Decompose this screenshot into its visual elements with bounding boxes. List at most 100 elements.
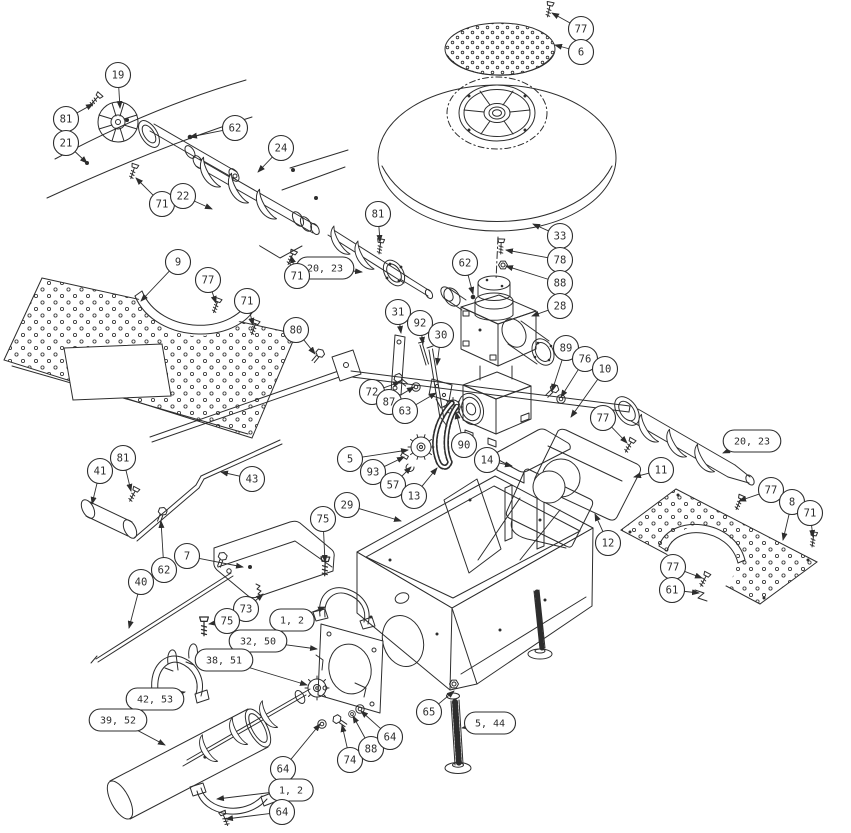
- part-number: 5, 44: [475, 719, 505, 730]
- perforated-disc: [444, 22, 556, 76]
- part-number: 73: [240, 604, 253, 616]
- part-number: 81: [372, 209, 385, 221]
- part-callout-9: 9: [140, 248, 192, 302]
- part-callout-61: 61: [658, 576, 700, 604]
- part-number: 64: [276, 807, 289, 819]
- spinner-disc: [377, 76, 617, 281]
- washer-76: [556, 394, 566, 404]
- part-callout-75: 75: [208, 607, 241, 635]
- chain-drive: [400, 397, 463, 472]
- part-number: 5: [347, 454, 353, 466]
- part-number: 1, 2: [280, 616, 304, 627]
- part-callout-28: 28: [531, 292, 574, 320]
- washer-87: [411, 382, 421, 392]
- part-number: 90: [458, 440, 471, 452]
- part-callout-43: 43: [220, 465, 266, 493]
- part-callout-33: 33: [532, 222, 574, 250]
- part-callout-29: 29: [333, 491, 402, 522]
- part-callout-71: 71: [233, 287, 261, 326]
- part-number: 28: [554, 301, 567, 313]
- part-number: 77: [202, 275, 215, 287]
- screw-81-b: [126, 485, 141, 504]
- part-callout-77: 77: [551, 12, 595, 43]
- part-callout-64: 64: [360, 710, 404, 751]
- part-callout-77: 77: [738, 476, 785, 504]
- part-number: 22: [177, 191, 190, 203]
- part-callout-21: 21: [52, 129, 88, 164]
- part-callout-1-2: 1, 2: [269, 606, 326, 632]
- chute-plates: [494, 428, 642, 549]
- part-number: 71: [291, 271, 304, 283]
- part-number: 24: [275, 143, 288, 155]
- part-number: 88: [365, 744, 378, 756]
- nut-88: [498, 260, 508, 270]
- part-number: 89: [560, 343, 573, 355]
- part-number: 9: [175, 257, 181, 269]
- part-callout-73: 73: [232, 593, 264, 623]
- part-number: 77: [765, 485, 778, 497]
- part-number: 30: [435, 330, 448, 342]
- part-callout-64: 64: [269, 723, 321, 783]
- part-number: 62: [229, 123, 242, 135]
- screw-77-top: [543, 0, 555, 19]
- part-callout-38-51: 38, 51: [194, 648, 308, 686]
- part-callout-71: 71: [796, 499, 824, 538]
- part-callout-65: 65: [415, 690, 455, 726]
- auger-upper: [192, 155, 320, 235]
- part-callout-5-44: 5, 44: [461, 711, 517, 735]
- part-number: 32, 50: [240, 637, 276, 648]
- part-callout-77: 77: [194, 266, 222, 304]
- auger-left: [325, 225, 434, 300]
- mount-plate: [315, 623, 384, 714]
- part-callout-10: 10: [570, 355, 619, 418]
- part-number: 76: [579, 354, 592, 366]
- part-number: 62: [459, 258, 472, 270]
- part-callout-81: 81: [109, 444, 137, 492]
- leg-screws: [444, 589, 553, 774]
- part-number: 72: [366, 387, 379, 399]
- part-callout-75: 75: [309, 505, 337, 563]
- washer-64-a: [317, 719, 327, 729]
- part-callout-32-50: 32, 50: [228, 629, 318, 653]
- part-number: 78: [554, 255, 567, 267]
- auger-right: [614, 396, 755, 486]
- part-number: 10: [599, 364, 612, 376]
- part-number: 14: [481, 455, 494, 467]
- part-number: 39, 52: [100, 716, 136, 727]
- part-number: 13: [408, 491, 421, 503]
- part-callout-57: 57: [379, 466, 412, 499]
- part-callout-62: 62: [451, 249, 479, 295]
- part-callout-71: 71: [135, 177, 176, 218]
- part-number: 87: [383, 397, 396, 409]
- part-callout-42-53: 42, 53: [125, 687, 186, 711]
- impeller-assembly: [97, 101, 240, 182]
- part-callout-11: 11: [633, 456, 675, 484]
- part-number: 62: [158, 565, 171, 577]
- part-number: 71: [804, 508, 817, 520]
- part-callout-5: 5: [336, 445, 409, 473]
- part-callout-90: 90: [450, 411, 478, 459]
- part-number: 19: [112, 70, 125, 82]
- part-callout-12: 12: [594, 513, 622, 557]
- part-number: 42, 53: [137, 695, 173, 706]
- washer-88-b: [348, 710, 356, 718]
- part-number: 80: [290, 325, 303, 337]
- part-callout-77: 77: [659, 553, 703, 581]
- link-rods: [80, 439, 283, 664]
- part-callout-62: 62: [150, 520, 178, 584]
- part-callout-6: 6: [554, 38, 595, 66]
- screw-78: [496, 238, 506, 255]
- part-callout-19: 19: [104, 61, 132, 109]
- screw-71-a: [127, 162, 140, 181]
- part-callout-7: 7: [173, 542, 244, 570]
- bolt-74: [330, 713, 349, 730]
- part-callout-81: 81: [364, 200, 392, 243]
- part-callout-1-2: 1, 2: [216, 778, 314, 802]
- part-callout-74: 74: [336, 724, 364, 774]
- part-number: 29: [341, 500, 354, 512]
- part-number: 33: [554, 231, 567, 243]
- part-number: 40: [135, 577, 148, 589]
- part-callout-13: 13: [400, 467, 438, 510]
- part-callout-62: 62: [189, 114, 249, 142]
